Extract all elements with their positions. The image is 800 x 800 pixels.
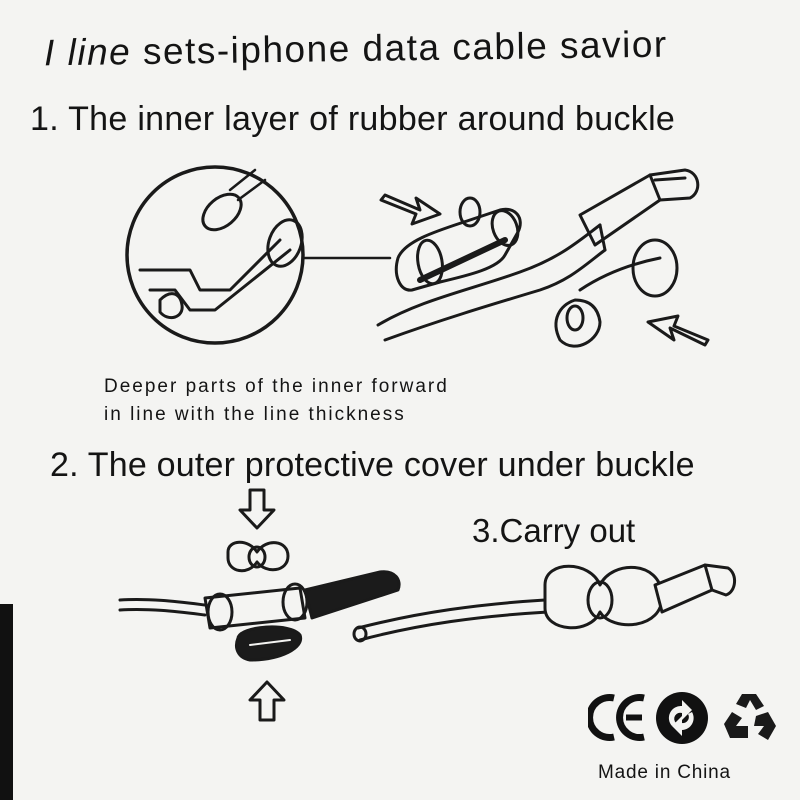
diagonal-arrow-icon (381, 195, 440, 224)
recycle-circle-icon (654, 690, 710, 751)
diagonal-arrow-icon (648, 316, 708, 345)
arrow-up-icon (250, 682, 284, 720)
recycle-triangle-icon (720, 688, 778, 751)
magnified-detail-circle (127, 167, 390, 343)
arrow-down-icon (240, 490, 274, 528)
ce-mark-icon (588, 690, 648, 750)
step-1-cable-illustration (378, 170, 708, 346)
step-3-cable-illustration (354, 565, 735, 641)
step-2-cable-illustration (120, 490, 399, 720)
